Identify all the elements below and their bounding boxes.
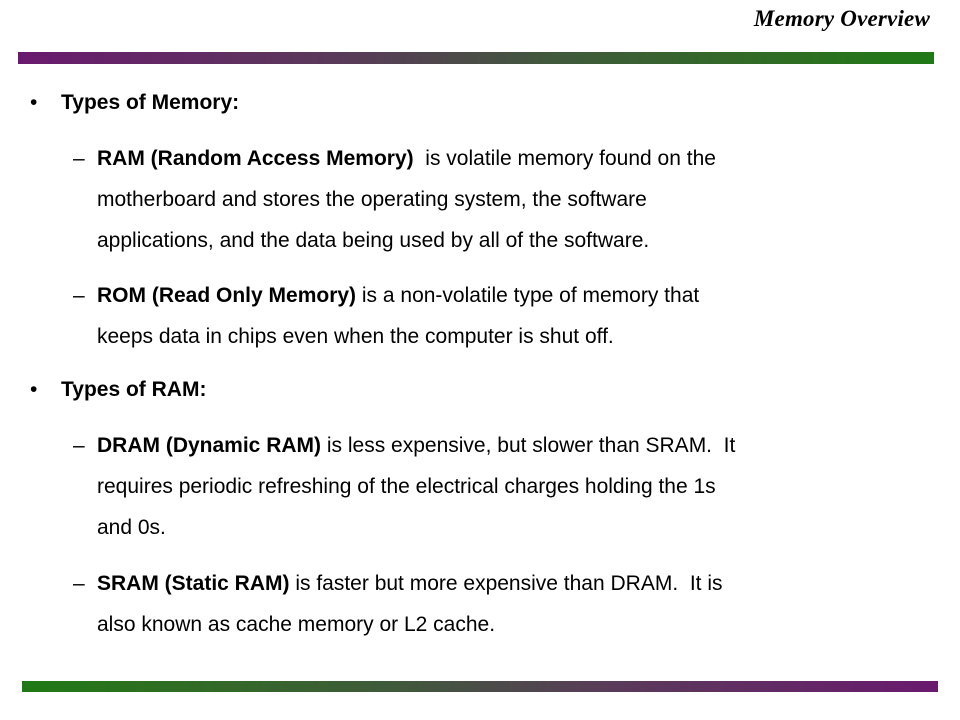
term-dram: DRAM (Dynamic RAM) — [97, 434, 322, 457]
subitem-sram: – SRAM (Static RAM) is faster but more e… — [73, 563, 923, 645]
rom-line-2: keeps data in chips even when the comput… — [97, 325, 614, 348]
dram-line-1: is less expensive, but slower than SRAM.… — [321, 434, 736, 457]
header-divider-bar — [18, 52, 934, 64]
sram-line-2: also known as cache memory or L2 cache. — [97, 613, 496, 636]
subitem-dram: – DRAM (Dynamic RAM) is less expensive, … — [73, 425, 923, 548]
footer-divider-bar — [22, 681, 938, 692]
dash-marker: – — [73, 434, 85, 457]
slide-title: Memory Overview — [753, 6, 930, 31]
term-ram: RAM (Random Access Memory) — [97, 147, 414, 170]
term-sram: SRAM (Static RAM) — [97, 572, 290, 595]
dash-marker: – — [73, 147, 85, 170]
ram-line-1: is volatile memory found on the — [413, 147, 716, 170]
ram-line-2: motherboard and stores the operating sys… — [97, 188, 647, 211]
ram-line-3: applications, and the data being used by… — [97, 229, 650, 252]
dram-line-3: and 0s. — [97, 516, 166, 539]
subitem-ram: – RAM (Random Access Memory) is volatile… — [73, 138, 923, 261]
bullet-dot: • — [30, 91, 38, 114]
bullet-heading: Types of Memory: — [61, 91, 240, 114]
term-rom: ROM (Read Only Memory) — [97, 284, 357, 307]
subitem-rom: – ROM (Read Only Memory) is a non-volati… — [73, 275, 923, 357]
sram-line-1: is faster but more expensive than DRAM. … — [289, 572, 723, 595]
dram-line-2: requires periodic refreshing of the elec… — [97, 475, 716, 498]
rom-line-1: is a non-volatile type of memory that — [356, 284, 700, 307]
dash-marker: – — [73, 284, 85, 307]
dash-marker: – — [73, 572, 85, 595]
bullet-dot: • — [30, 378, 38, 401]
bullet-heading: Types of RAM: — [61, 378, 207, 401]
